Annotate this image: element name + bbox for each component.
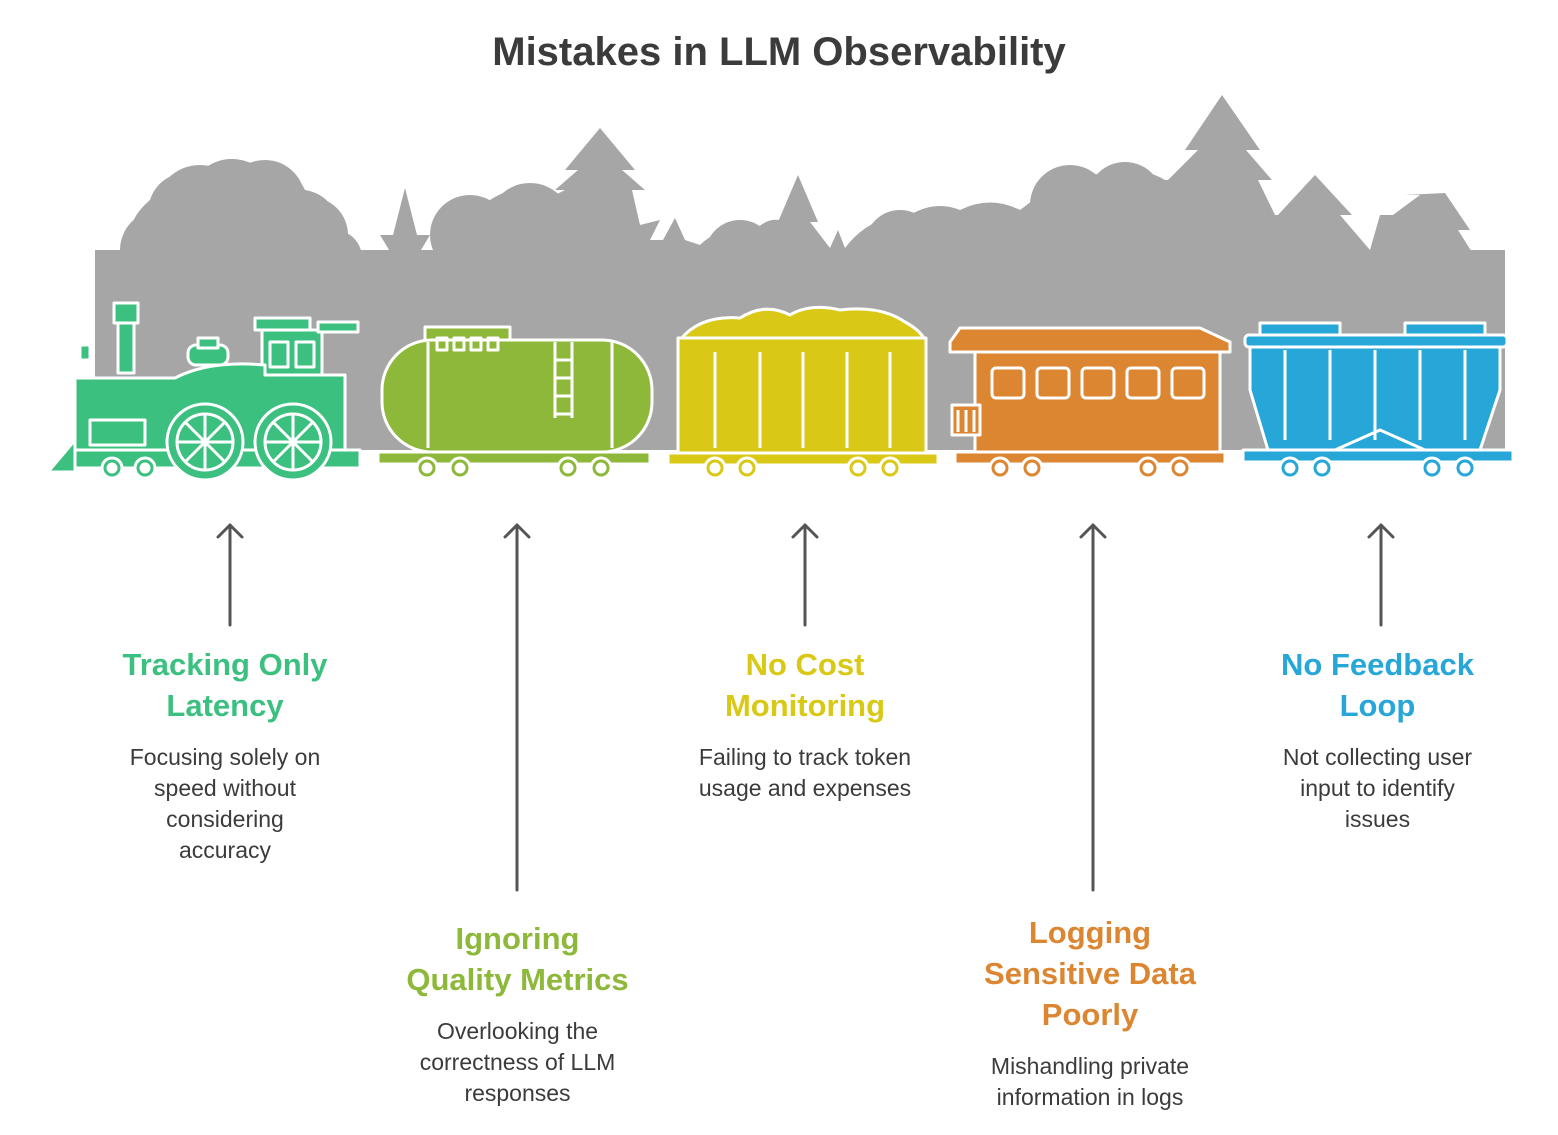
page-title: Mistakes in LLM Observability xyxy=(492,30,1066,74)
heading-line: No Feedback xyxy=(1281,647,1474,682)
mistake-ignoring-quality-metrics: Ignoring Quality Metrics Overlooking the… xyxy=(375,918,660,1109)
mistake-heading: Ignoring Quality Metrics xyxy=(375,918,660,1000)
heading-line: Latency xyxy=(166,688,284,723)
description-line: issues xyxy=(1344,806,1411,832)
passenger-car-icon xyxy=(948,326,1232,480)
arrow-3 xyxy=(791,523,819,627)
mistake-description: Focusing solely on speed without conside… xyxy=(90,742,360,866)
arrow-1 xyxy=(216,523,244,627)
description-line: responses xyxy=(464,1080,571,1106)
heading-line: Sensitive Data xyxy=(984,956,1196,991)
covered-hopper-icon xyxy=(1241,321,1515,480)
heading-line: Loop xyxy=(1339,688,1416,723)
mistake-logging-sensitive-data-poorly: Logging Sensitive Data Poorly Mishandlin… xyxy=(950,912,1230,1113)
mistake-no-cost-monitoring: No Cost Monitoring Failing to track toke… xyxy=(670,644,940,804)
mistake-heading: No Cost Monitoring xyxy=(670,644,940,726)
heading-line: Ignoring xyxy=(455,921,580,956)
mistake-description: Failing to track token usage and expense… xyxy=(670,742,940,804)
heading-line: Quality Metrics xyxy=(406,962,629,997)
description-line: speed without xyxy=(154,775,296,801)
mistake-description: Mishandling private information in logs xyxy=(950,1051,1230,1113)
arrow-2 xyxy=(503,523,531,892)
mistake-heading: Logging Sensitive Data Poorly xyxy=(950,912,1230,1035)
mistake-tracking-only-latency: Tracking Only Latency Focusing solely on… xyxy=(90,644,360,866)
hopper-car-icon xyxy=(666,305,940,480)
arrow-4 xyxy=(1079,523,1107,892)
mistake-heading: Tracking Only Latency xyxy=(90,644,360,726)
heading-line: Poorly xyxy=(1041,997,1139,1032)
description-line: usage and expenses xyxy=(698,775,912,801)
locomotive-icon xyxy=(46,301,362,482)
description-line: Failing to track token xyxy=(698,744,912,770)
mistake-heading: No Feedback Loop xyxy=(1245,644,1510,726)
mistake-description: Not collecting user input to identify is… xyxy=(1245,742,1510,835)
description-line: considering xyxy=(166,806,284,832)
description-line: input to identify xyxy=(1300,775,1455,801)
heading-line: Tracking Only xyxy=(122,647,328,682)
description-line: information in logs xyxy=(996,1084,1184,1110)
description-line: Focusing solely on xyxy=(129,744,321,770)
mistake-no-feedback-loop: No Feedback Loop Not collecting user inp… xyxy=(1245,644,1510,835)
description-line: Not collecting user xyxy=(1282,744,1473,770)
tank-car-icon xyxy=(376,325,654,480)
description-line: correctness of LLM xyxy=(419,1049,616,1075)
arrow-5 xyxy=(1367,523,1395,627)
description-line: Mishandling private xyxy=(990,1053,1190,1079)
description-line: Overlooking the xyxy=(436,1018,599,1044)
heading-line: Monitoring xyxy=(724,688,886,723)
mistake-description: Overlooking the correctness of LLM respo… xyxy=(375,1016,660,1109)
heading-line: Logging xyxy=(1028,915,1152,950)
heading-line: No Cost xyxy=(745,647,865,682)
description-line: accuracy xyxy=(178,837,272,863)
